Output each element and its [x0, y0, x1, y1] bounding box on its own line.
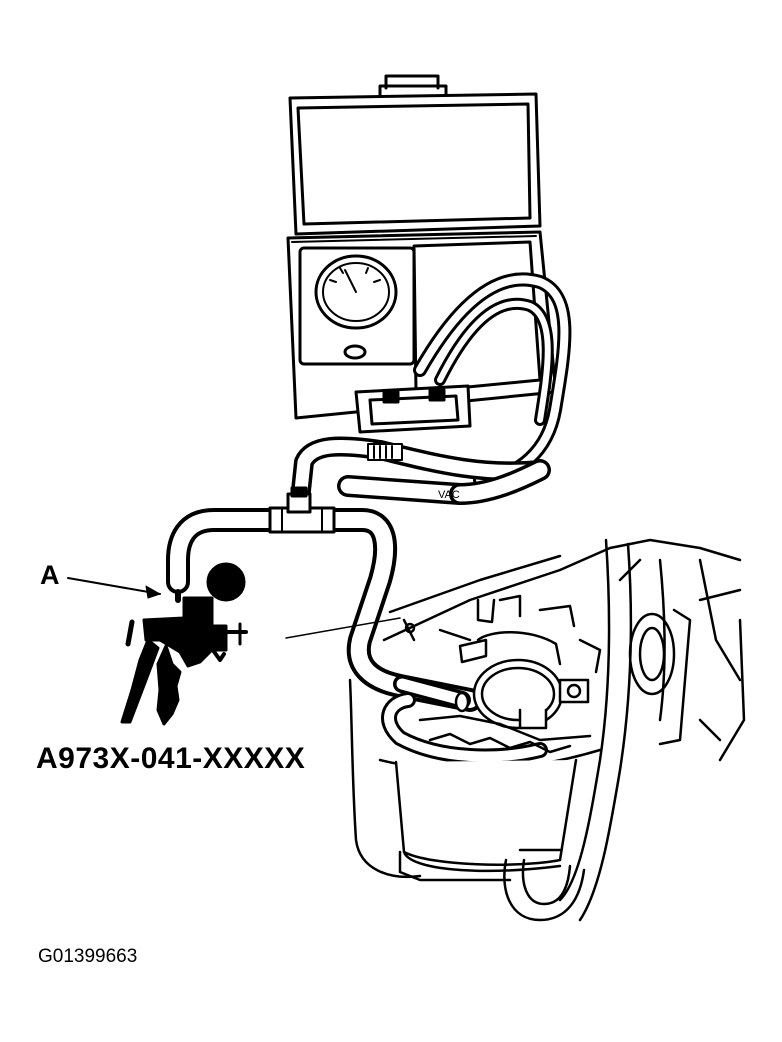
- part-number-label: A973X-041-XXXXX: [36, 742, 306, 775]
- figure-id: G01399663: [38, 946, 138, 967]
- vacuum-gauge-kit-icon: [286, 74, 572, 487]
- callout-a-arrow: [67, 577, 161, 599]
- vac-tag: VAC: [438, 489, 460, 501]
- leader-line: [285, 617, 401, 639]
- gauge-hose: VAC: [290, 436, 551, 510]
- hand-vacuum-pump-icon: [120, 562, 248, 726]
- t-fitting-icon: [166, 486, 482, 712]
- evap-purge-valve-icon: [348, 538, 746, 922]
- callout-label-a: A: [40, 560, 60, 590]
